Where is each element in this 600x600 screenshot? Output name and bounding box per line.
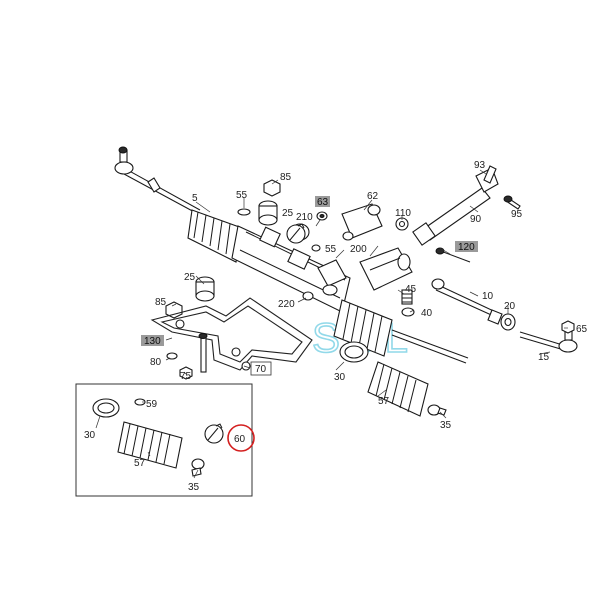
circle-marker-60 [227,424,255,452]
boot-57-main [367,361,429,417]
callout-95: 95 [511,209,523,220]
callout-200: 200 [350,244,367,255]
highlight-box-63 [315,196,330,207]
callout-30-inset: 30 [84,430,96,441]
inner-tie-rod-10 [431,278,503,325]
nut-85-left [165,301,183,319]
callout-5: 5 [192,193,198,204]
clamp-30-inset [92,398,120,418]
boot-kit-inset [75,383,253,497]
lock-nut-20 [500,313,516,331]
callout-70: 70 [255,364,267,375]
callout-55-mid: 55 [325,244,337,255]
highlight-box-130 [141,335,164,346]
left-rack-boot [187,209,243,263]
callout-55: 55 [236,190,248,201]
leader-lines [95,169,568,479]
nut-75-lower [179,366,193,380]
washer-55-mid [311,244,321,252]
callout-220: 220 [278,299,295,310]
callout-80: 80 [150,357,162,368]
callout-90: 90 [470,214,482,225]
bolt-210 [316,211,328,221]
callout-20: 20 [504,301,516,312]
callout-59: 59 [146,399,158,410]
washer-59-inset [134,398,146,406]
callout-75: 75 [180,371,192,382]
right-rack-boot [333,299,393,357]
washer-80 [166,352,178,360]
mount-bushing-25-left [195,276,215,302]
highlight-box-120 [455,241,478,252]
left-tie-rod [114,146,201,215]
callout-120: 120 [458,242,475,253]
intermediate-shaft [395,165,499,246]
bolt-75 [198,333,208,373]
callout-130: 130 [144,336,161,347]
callout-210: 210 [296,212,313,223]
valve-block [359,247,413,291]
callout-25-left: 25 [184,272,196,283]
valve-pinion-body [341,203,383,241]
clamp-35-inset [191,458,205,477]
callout-65: 65 [576,324,588,335]
callout-35-inset: 35 [188,482,200,493]
callout-10: 10 [482,291,494,302]
wrench-symbol-60 [204,423,224,444]
clamp-35-main [427,404,447,416]
wrench-symbol-rack [286,223,306,244]
callout-labels: 93 5 55 85 62 110 95 63 210 25 90 200 55… [84,160,588,493]
callout-57-inset: 57 [134,458,146,469]
callout-35: 35 [440,420,452,431]
callout-57: 57 [378,396,390,407]
clamp-30-main [339,341,369,363]
boot-57-inset [117,421,183,469]
bolt-95 [503,195,521,210]
callout-93: 93 [474,160,486,171]
outer-tie-rod-15 [519,327,578,353]
callout-40: 40 [421,308,433,319]
callout-60: 60 [234,434,246,445]
callout-85-left: 85 [155,297,167,308]
spring-45 [401,289,413,305]
callout-110: 110 [395,208,411,219]
callout-62: 62 [367,191,379,202]
callout-15: 15 [538,352,550,363]
callout-25: 25 [282,208,294,219]
callout-30: 30 [334,372,346,383]
mount-bushing-25-top [258,200,278,226]
nut-85-top [263,179,281,197]
highlight-box-70 [250,361,272,376]
washer-40 [401,307,415,317]
callout-45: 45 [405,284,417,295]
callout-63: 63 [317,197,329,208]
callout-85: 85 [280,172,292,183]
nut-65 [561,320,575,334]
washer-55-top [237,208,251,216]
